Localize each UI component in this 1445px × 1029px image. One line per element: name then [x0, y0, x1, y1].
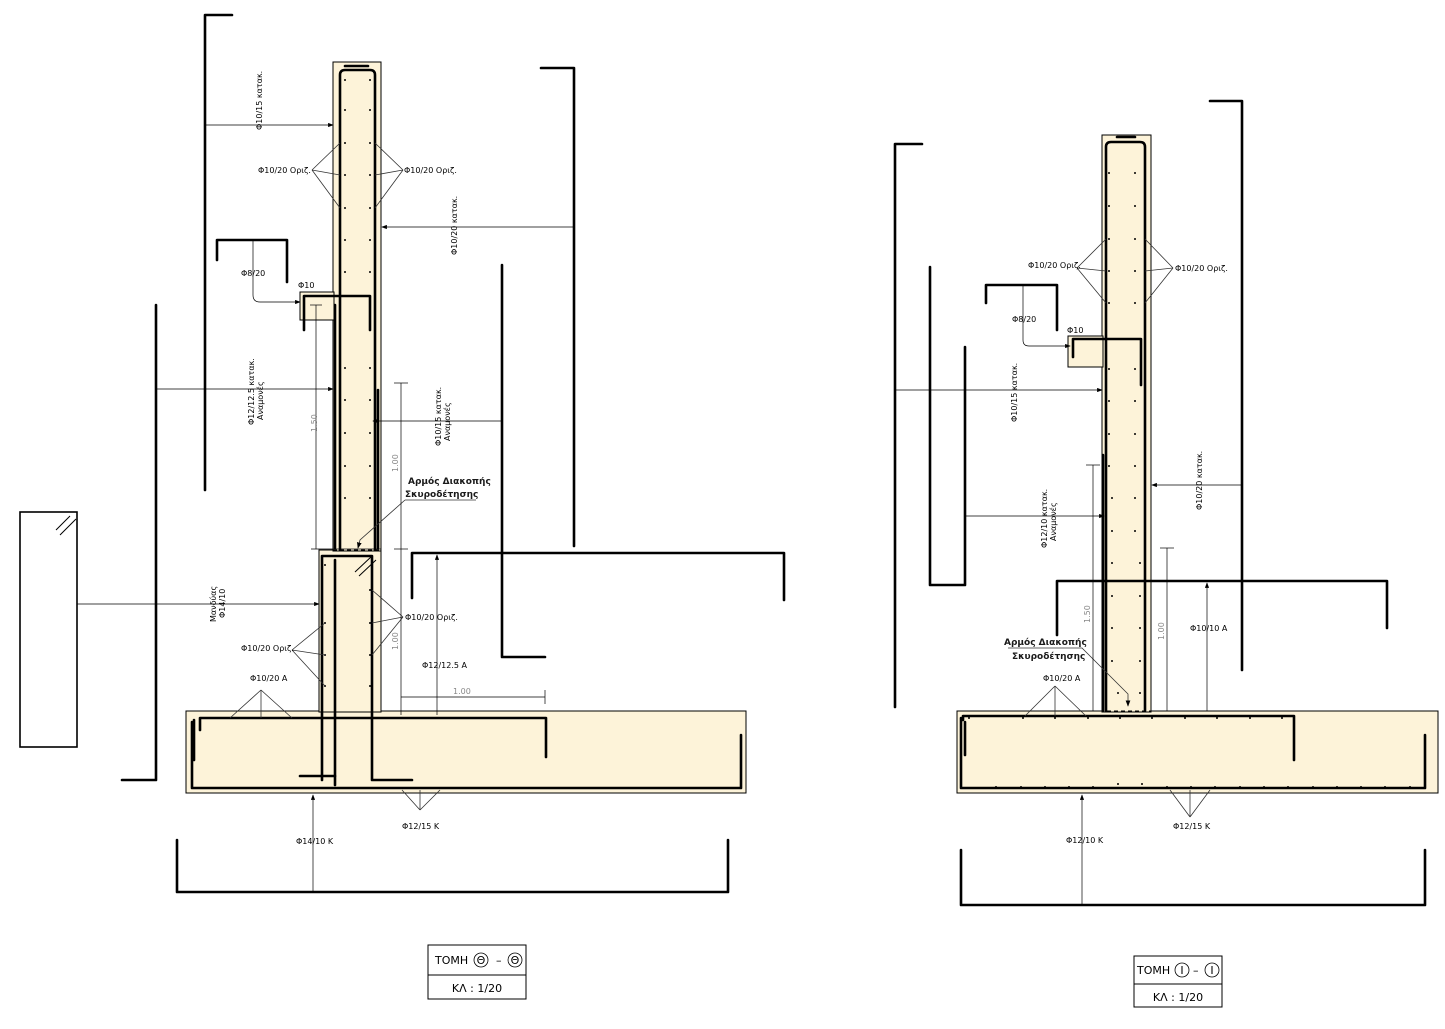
- dim-100-h: 1.00: [453, 687, 471, 696]
- footing-top-rebar: [192, 716, 548, 762]
- bar-shape-top-l: [410, 551, 786, 602]
- bar-shape-starter-right: [500, 263, 547, 659]
- stem-rebar-cage: [338, 68, 377, 552]
- bar-shape-stirrup: [215, 238, 289, 284]
- label-stirrup: Φ8/20: [1012, 315, 1036, 324]
- label-left-vertical: Φ10/15 κατακ.: [1010, 363, 1019, 422]
- svg-text:Ι: Ι: [1180, 964, 1183, 977]
- dim-150: 1.50: [1083, 605, 1092, 623]
- dim-100: 1.00: [1157, 622, 1166, 640]
- label-jacket-horiz-right: Φ10/20 Οριζ.: [405, 613, 458, 622]
- dim-100-a: 1.00: [391, 454, 400, 472]
- footing-top-rebar: [961, 714, 1296, 762]
- label-joint-1: Αρμός Διακοπής: [408, 476, 491, 487]
- jacket-concrete: [318, 549, 382, 713]
- bar-shape-stirrup: [984, 283, 1059, 332]
- bar-shape-starter: [928, 265, 967, 587]
- label-starter-1: Φ12/10 κατακ.: [1040, 489, 1049, 548]
- label-horiz-right: Φ10/20 Οριζ.: [1175, 264, 1228, 273]
- bar-shape-stem-vertical: [203, 13, 234, 492]
- section-iota: Φ10/20 Οριζ. Φ10/20 Οριζ. Φ8/20 Φ10 Φ10/…: [893, 99, 1439, 1008]
- footing-concrete: [185, 710, 747, 794]
- label-horiz-left: Φ10/20 Οριζ.: [1028, 261, 1081, 270]
- svg-text:ΚΛ : 1/20: ΚΛ : 1/20: [452, 982, 502, 995]
- svg-text:ΚΛ : 1/20: ΚΛ : 1/20: [1153, 991, 1203, 1004]
- rebar-dots: [229, 79, 701, 789]
- label-top-vertical: Φ10/15 κατακ.: [255, 71, 264, 130]
- label-horiz-right: Φ10/20 Οριζ.: [404, 166, 457, 175]
- svg-text:–: –: [496, 954, 502, 967]
- label-bottom-dist: Φ12/15 Κ: [402, 822, 440, 831]
- svg-text:–: –: [1193, 964, 1199, 977]
- stem-rebar-cage: [1104, 140, 1147, 713]
- bar-shape-bottom-main: [959, 848, 1427, 907]
- svg-text:Θ: Θ: [511, 954, 520, 967]
- label-top-footing: Φ10/20 Α: [1043, 674, 1081, 683]
- label-top-l-bar: Φ10/10 Α: [1190, 624, 1228, 633]
- label-starter-2: Αναμονές: [1048, 502, 1058, 541]
- label-starter-right-1: Φ10/15 κατακ.: [434, 387, 443, 446]
- label-jacket-1: Μανδύας: [208, 586, 218, 622]
- label-joint-2: Σκυροδέτησης: [405, 489, 478, 500]
- bar-shape-starter-left: [120, 303, 158, 782]
- label-starter-left-2: Αναμονές: [255, 381, 265, 420]
- bar-shape-bottom-main: [175, 838, 730, 894]
- title-block-theta: ΤΟΜΗ Θ – Θ ΚΛ : 1/20: [427, 944, 527, 1000]
- bar-shape-jacket: [19, 511, 78, 748]
- label-starter-left-1: Φ12/12.5 κατακ.: [247, 358, 256, 425]
- bar-shape-right-vertical: [1208, 99, 1244, 672]
- svg-text:ΤΟΜΗ: ΤΟΜΗ: [434, 954, 468, 967]
- bar-shape-top-l: [1055, 579, 1389, 637]
- footing-bottom-rebar: [190, 720, 743, 790]
- label-starter-right-2: Αναμονές: [442, 402, 452, 441]
- corbel-rebar: [1071, 337, 1143, 387]
- label-bottom-dist: Φ12/15 Κ: [1173, 822, 1211, 831]
- corbel-rebar: [302, 294, 372, 332]
- dim-150: 1.50: [310, 414, 319, 432]
- label-jacket-horiz-left: Φ10/20 Οριζ.: [241, 644, 294, 653]
- dim-100-b: 1.00: [391, 632, 400, 650]
- label-right-vertical: Φ10/20 κατακ.: [1195, 451, 1204, 510]
- footing-bottom-rebar: [959, 716, 1427, 790]
- title-block-iota: ΤΟΜΗ Ι – Ι ΚΛ : 1/20: [1133, 955, 1223, 1008]
- label-corbel-bar: Φ10: [1067, 326, 1083, 335]
- label-joint-1: Αρμός Διακοπής: [1004, 637, 1087, 648]
- bar-shape-right-vertical: [539, 66, 576, 548]
- label-corbel-bar: Φ10: [298, 281, 314, 290]
- label-stirrup: Φ8/20: [241, 269, 265, 278]
- section-theta: Φ10/15 κατακ. Φ10/20 Οριζ. Φ10/20 Οριζ. …: [19, 13, 786, 1000]
- rebar-dots: [968, 172, 1411, 788]
- label-bottom-main: Φ12/10 Κ: [1066, 836, 1104, 845]
- stem-concrete: [1101, 134, 1152, 713]
- label-joint-2: Σκυροδέτησης: [1012, 651, 1085, 662]
- svg-text:Ι: Ι: [1210, 964, 1213, 977]
- label-top-footing: Φ10/20 Α: [250, 674, 288, 683]
- label-top-l-bar: Φ12/12.5 Α: [422, 661, 468, 670]
- label-horiz-left: Φ10/20 Οριζ.: [258, 166, 311, 175]
- svg-text:Θ: Θ: [477, 954, 486, 967]
- label-right-vertical: Φ10/20 κατακ.: [450, 196, 459, 255]
- bar-shape-left-vertical: [893, 142, 924, 709]
- footing-concrete: [956, 710, 1439, 794]
- label-bottom-main: Φ14/10 Κ: [296, 837, 334, 846]
- label-jacket-2: Φ14/10: [218, 589, 227, 618]
- svg-text:ΤΟΜΗ: ΤΟΜΗ: [1136, 964, 1170, 977]
